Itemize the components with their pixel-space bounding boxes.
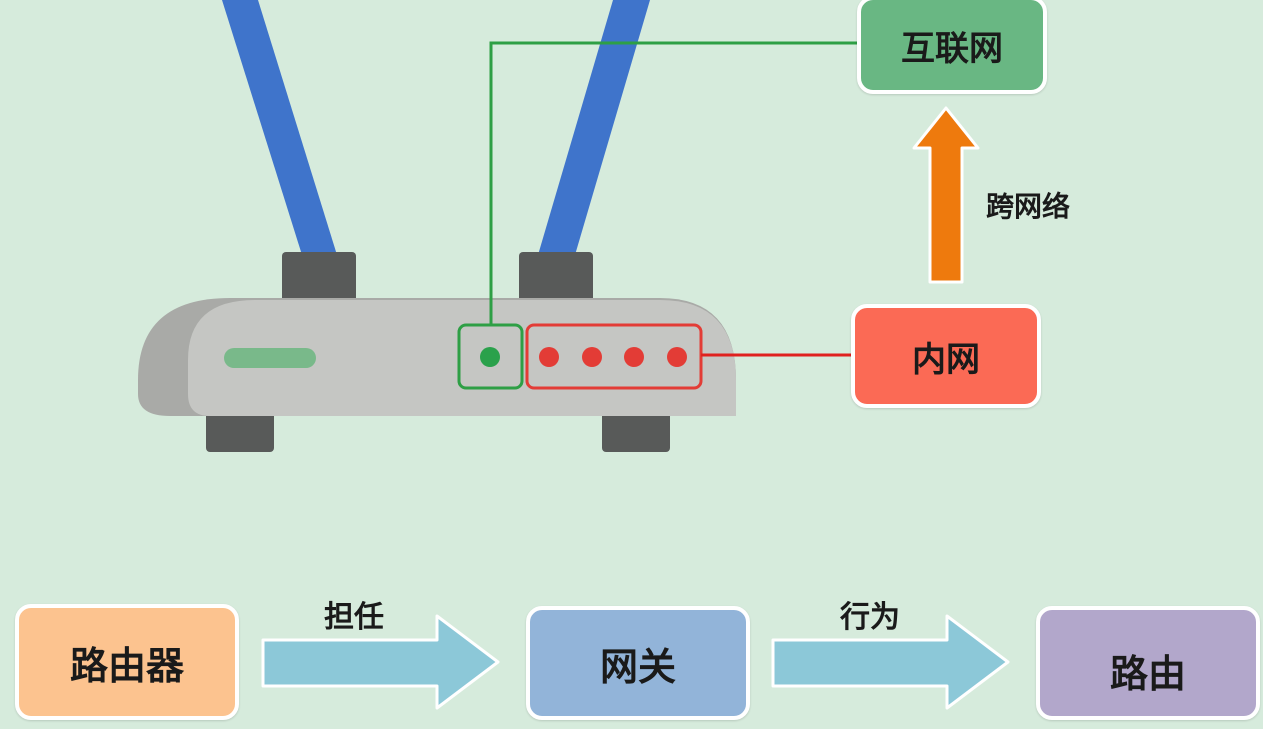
internet-box: 互联网 [857,0,1047,94]
wan-port [480,347,500,367]
intranet-box: 内网 [851,304,1041,408]
right-antenna-base [519,252,593,306]
behavior-label: 行为 [840,600,900,635]
lan-port-3 [624,347,644,367]
flow-arrow-2 [771,614,1010,710]
router-box: 路由器 [15,604,239,720]
cross-network-label: 跨网络 [986,190,1071,223]
up-arrow [912,106,980,284]
routing-box: 路由 [1036,606,1260,720]
lan-port-4 [667,347,687,367]
router-label: 路由器 [69,643,184,688]
serve-as-label: 担任 [324,600,384,635]
lan-port-1 [539,347,559,367]
left-foot [206,405,274,452]
right-antenna [538,0,650,255]
left-antenna [222,0,337,255]
internet-label: 互联网 [901,28,1003,69]
right-foot [602,405,670,452]
left-antenna-base [282,252,356,306]
status-led-bar [224,348,316,368]
routing-label: 路由 [1109,651,1186,696]
gateway-label: 网关 [599,644,676,689]
intranet-label: 内网 [912,339,980,380]
lan-port-2 [582,347,602,367]
wan-connection-line [489,41,860,325]
flow-arrow-1 [261,614,500,710]
gateway-box: 网关 [526,606,750,720]
